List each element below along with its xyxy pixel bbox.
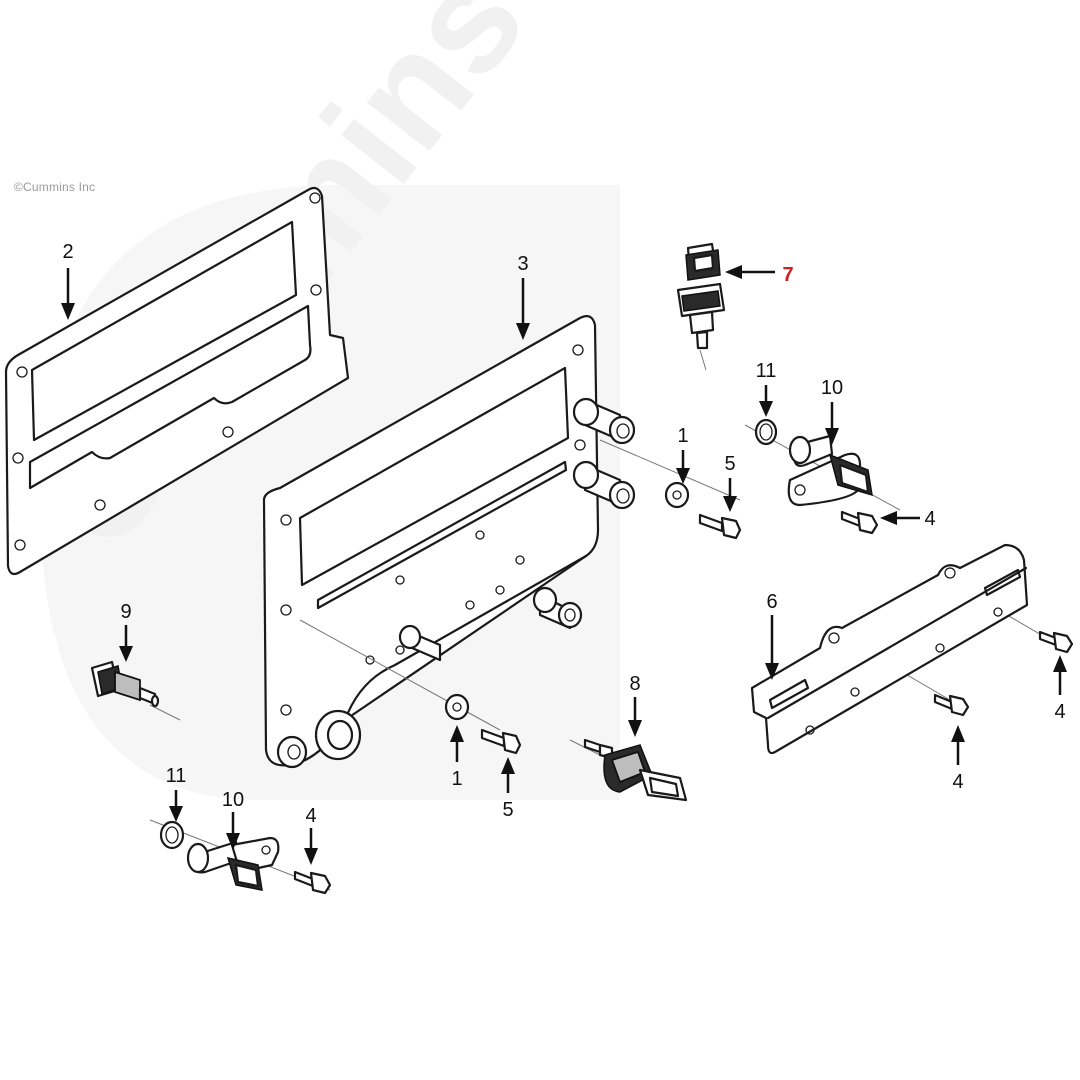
callout-6[interactable]: 6 [766, 591, 777, 613]
part-4-bolt-lower-left[interactable] [293, 870, 332, 895]
callout-1-lower[interactable]: 1 [451, 768, 462, 790]
copyright-notice: ©Cummins Inc [14, 180, 96, 194]
part-5-bolt-lower[interactable] [480, 728, 522, 755]
part-11-o-ring-upper[interactable] [754, 418, 778, 446]
part-4-bolt-upper-right[interactable] [840, 510, 879, 535]
callout-10-lower[interactable]: 10 [222, 789, 244, 811]
callout-5-upper[interactable]: 5 [724, 453, 735, 475]
part-3-plate[interactable] [262, 315, 636, 769]
callout-2[interactable]: 2 [62, 241, 73, 263]
callout-4-lower-left[interactable]: 4 [305, 805, 316, 827]
callout-5-lower[interactable]: 5 [502, 799, 513, 821]
part-11-o-ring-lower[interactable] [159, 820, 185, 850]
part-7-pressure-sensor[interactable] [676, 242, 726, 350]
callout-4-bracket-end[interactable]: 4 [1054, 701, 1065, 723]
part-10-speed-sensor-upper[interactable] [787, 434, 873, 507]
callout-labels: 2 3 7 11 10 1 5 4 6 4 4 9 8 1 5 11 10 4 [62, 241, 1065, 827]
callout-1-upper[interactable]: 1 [677, 425, 688, 447]
part-6-bracket[interactable] [750, 543, 1029, 755]
callout-7[interactable]: 7 [782, 264, 793, 286]
callout-arrows [61, 265, 1067, 865]
callout-3[interactable]: 3 [517, 253, 528, 275]
callout-4-bracket-middle[interactable]: 4 [952, 771, 963, 793]
part-10-speed-sensor-lower[interactable] [186, 836, 280, 891]
part-1-washer-upper[interactable] [664, 481, 690, 509]
part-9-temperature-sensor[interactable] [90, 660, 160, 708]
callout-11-upper[interactable]: 11 [756, 360, 777, 382]
part-2-gasket[interactable] [4, 186, 350, 576]
part-4-bolt-bracket-end[interactable] [1038, 630, 1074, 654]
part-5-bolt-upper[interactable] [698, 513, 742, 540]
callout-11-lower[interactable]: 11 [166, 765, 187, 787]
part-4-bolt-bracket-middle[interactable] [933, 693, 970, 717]
part-8-pressure-sensor[interactable] [583, 738, 688, 802]
callout-8[interactable]: 8 [629, 673, 640, 695]
callout-9[interactable]: 9 [120, 601, 131, 623]
callout-10-upper[interactable]: 10 [821, 377, 843, 399]
part-1-washer-lower[interactable] [444, 693, 470, 721]
callout-4-upper-right[interactable]: 4 [924, 508, 935, 530]
